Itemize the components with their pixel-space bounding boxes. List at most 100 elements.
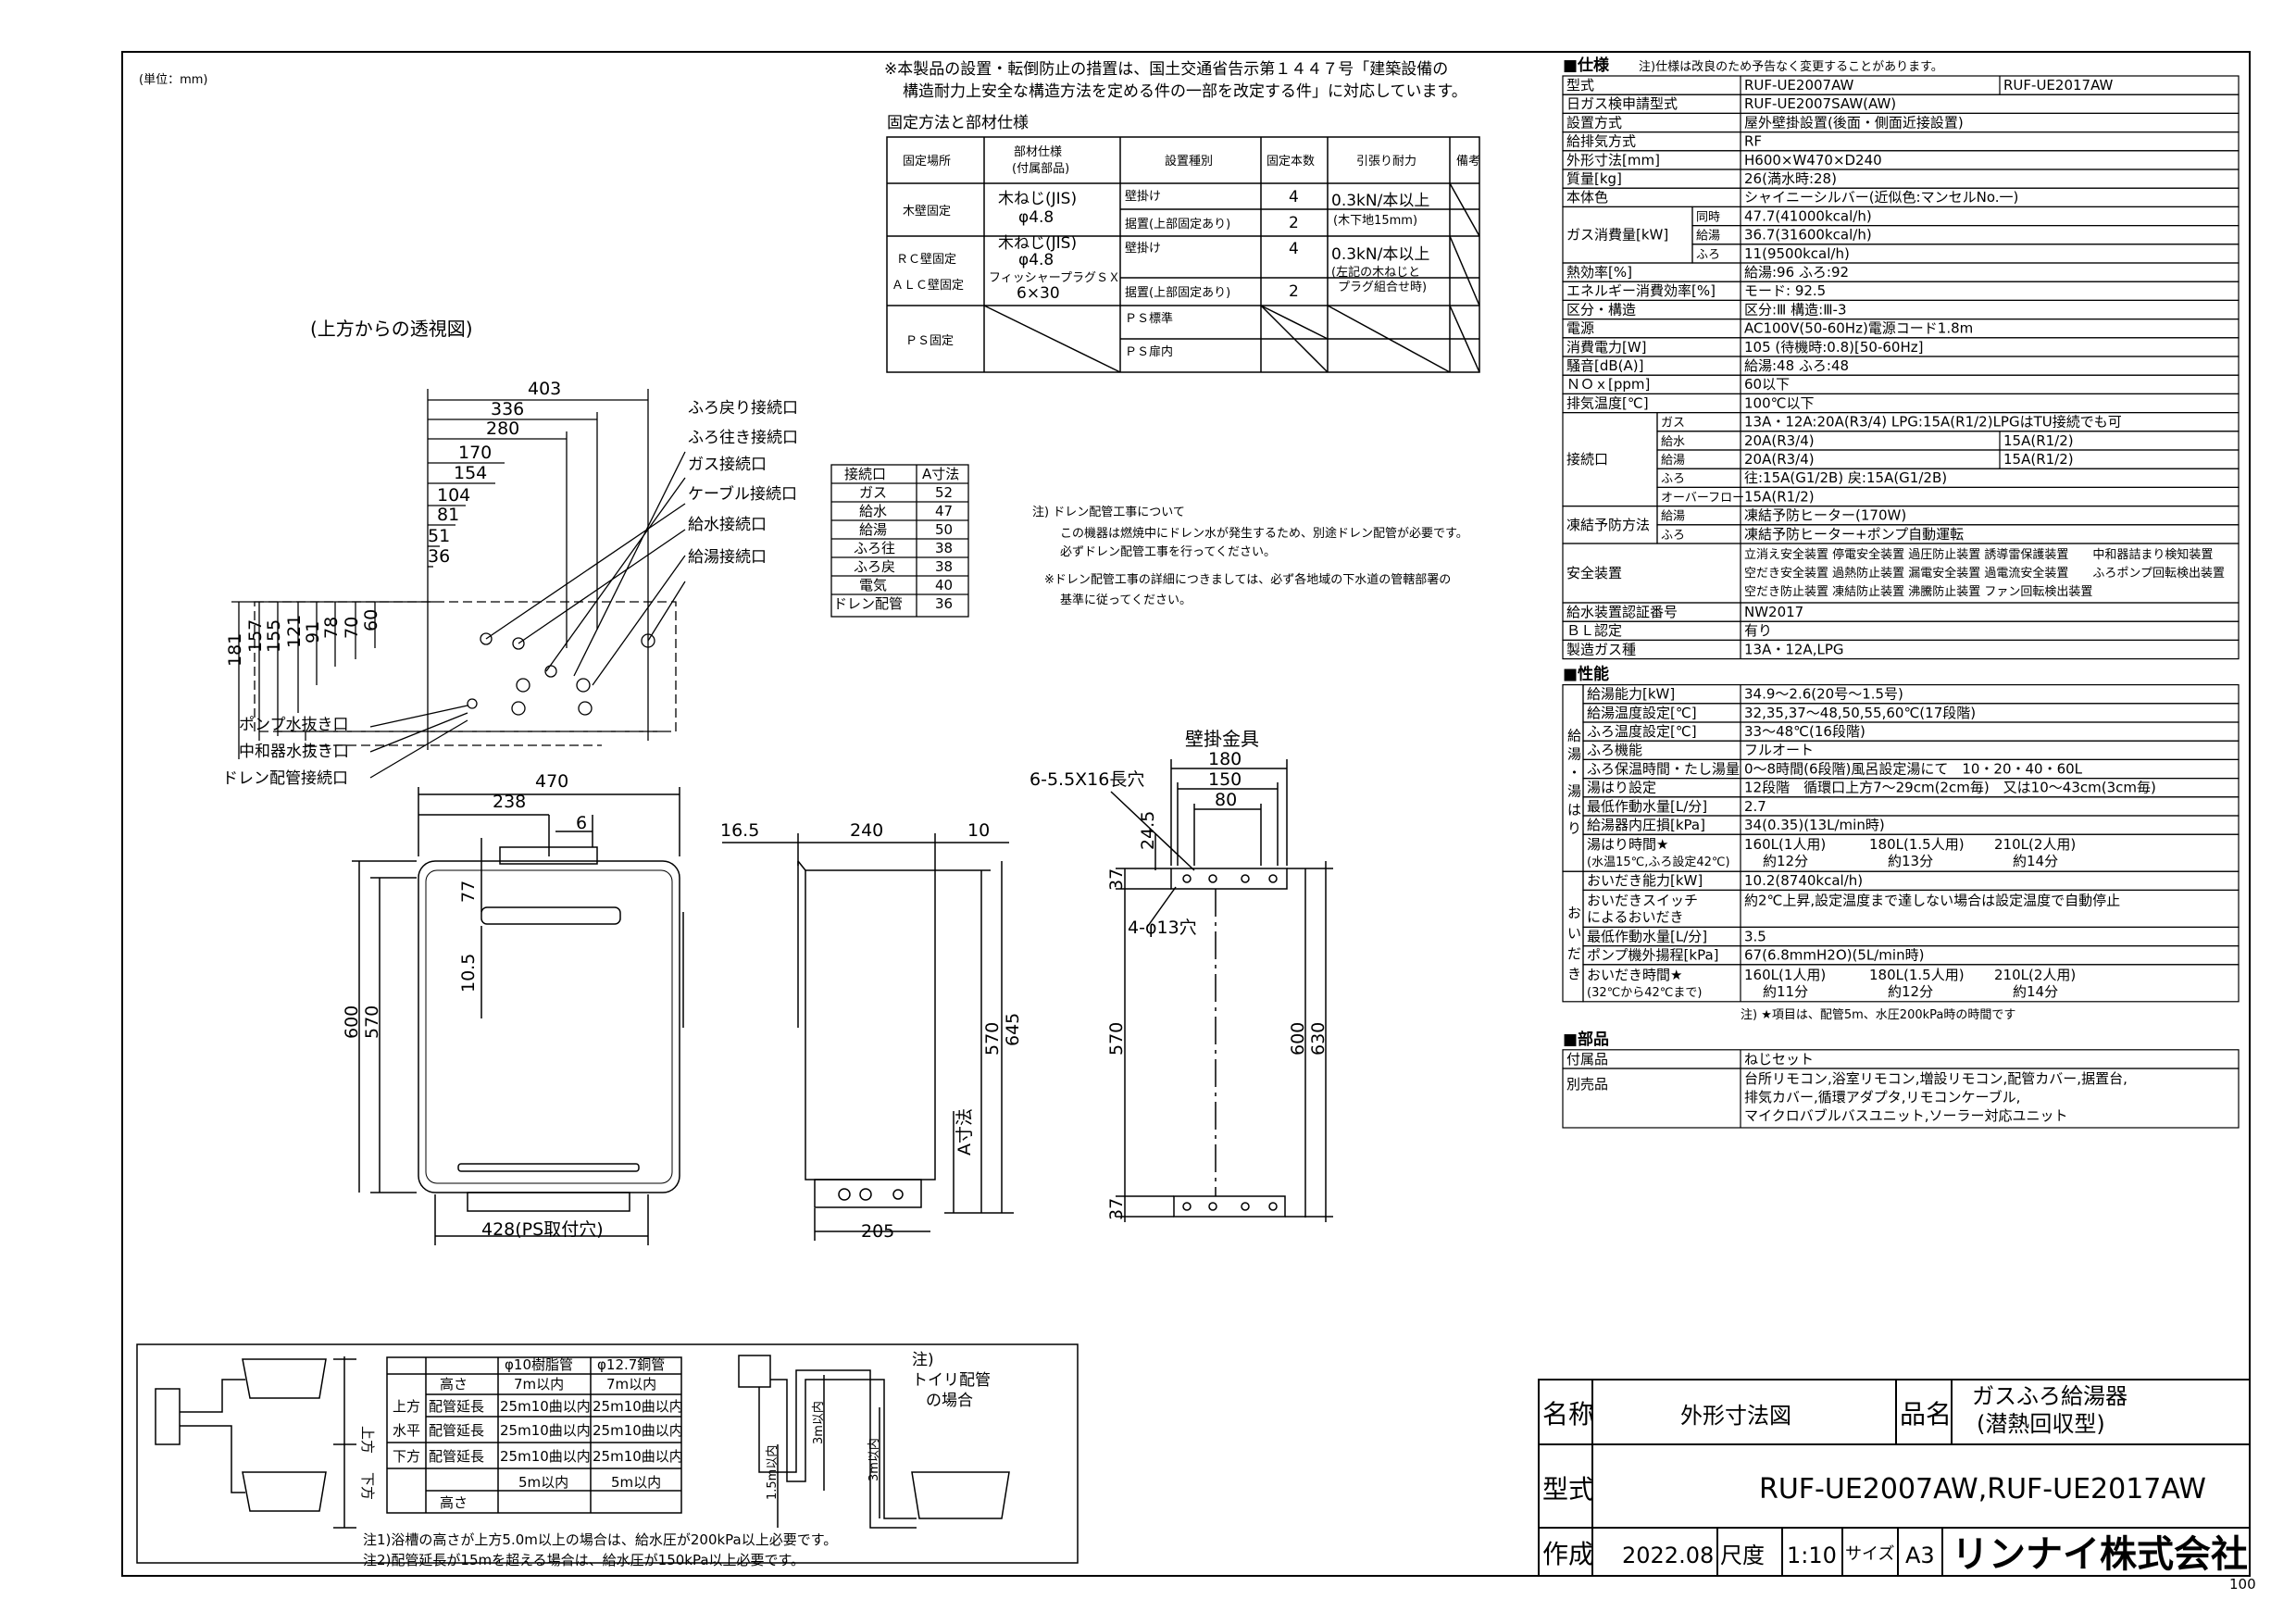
svg-text:基準に従ってください。: 基準に従ってください。 [1060,593,1192,607]
svg-text:リンナイ株式会社: リンナイ株式会社 [1952,1533,2248,1576]
spec-label: 型式 [1566,77,1594,94]
spec-value: 有り [1744,622,1772,639]
svg-text:型式: 型式 [1542,1474,1594,1505]
perf-side-label: 湯 [1567,783,1581,800]
svg-text:205: 205 [861,1221,894,1242]
perf-value: 160L(1人用) [1744,967,1826,983]
perf-value: 約12分 [1888,983,1933,1000]
fixing-table [886,136,1480,373]
svg-text:4: 4 [1289,188,1299,206]
svg-text:サイズ: サイズ [1845,1544,1894,1564]
svg-text:10.5: 10.5 [458,954,479,993]
svg-text:ポンプ水抜き口: ポンプ水抜き口 [239,716,349,734]
spec-value: H600×W470×D240 [1744,152,1882,169]
svg-text:A3: A3 [1905,1543,1935,1568]
perf-side-label: い [1567,925,1581,942]
svg-text:注) ドレン配管工事について: 注) ドレン配管工事について [1032,506,1185,519]
spec-value: 空だき安全装置 過熱防止装置 漏電安全装置 過電流安全装置 ふろポンプ回転検出装… [1744,566,2225,581]
svg-text:6: 6 [576,813,587,833]
svg-text:0.3kN/本以上: 0.3kN/本以上 [1331,245,1429,264]
spec-value: 11(9500kcal/h) [1744,245,1850,262]
svg-text:備考: 備考 [1456,154,1480,169]
svg-text:接続口: 接続口 [844,466,886,482]
svg-text:6×30: 6×30 [1017,284,1060,303]
svg-text:60: 60 [361,609,381,631]
spec-label: ガス消費量[kW] [1566,227,1668,244]
bracket-title: 壁掛金具 [1185,728,1259,750]
svg-text:36: 36 [428,546,450,567]
svg-text:428(PS取付穴): 428(PS取付穴) [481,1219,604,1240]
spec-value: 15A(R1/2) [2003,451,2074,468]
perf-value: 10.2(8740kcal/h) [1744,872,1863,889]
spec-value: AC100V(50-60Hz)電源コード1.8m [1744,320,1973,337]
perf-side-label: だ [1567,945,1581,962]
svg-text:木ねじ(JIS): 木ねじ(JIS) [998,234,1077,253]
svg-text:ドレン配管: ドレン配管 [833,595,903,612]
svg-text:φ12.7銅管: φ12.7銅管 [597,1356,665,1373]
svg-text:下方: 下方 [359,1472,376,1500]
perf-label: おいだき能力[kW] [1587,872,1703,889]
perf-label: によるおいだき [1587,908,1684,925]
svg-text:(左記の木ねじと: (左記の木ねじと [1331,265,1420,280]
spec-value: 47.7(41000kcal/h) [1744,207,1872,224]
svg-text:240: 240 [850,820,883,841]
spec-value: 13A・12A,LPG [1744,641,1844,657]
perf-value: 約12分 [1763,853,1808,869]
perf-value: 0〜8時間(6段階)風呂設定湯にて 10・20・40・60L [1744,760,2083,777]
top-view-label: (上方からの透視図) [310,318,473,340]
svg-text:52: 52 [935,484,953,501]
perf-label: おいだき時間★ [1587,967,1682,983]
svg-text:38: 38 [935,540,953,556]
side-view-dims: 16.5 240 10 570 645 A寸法 205 [720,820,1023,1242]
svg-text:ふろ往: ふろ往 [854,540,895,556]
perf-label: ふろ機能 [1587,742,1642,758]
sheet-border [121,51,2251,1577]
svg-text:給水: 給水 [859,503,887,519]
svg-text:上方: 上方 [359,1426,376,1454]
svg-text:※ドレン配管工事の詳細につきましては、必ず各地域の下水道の管: ※ドレン配管工事の詳細につきましては、必ず各地域の下水道の管轄部署の [1044,572,1451,587]
svg-text:ふろ戻り接続口: ふろ戻り接続口 [688,399,798,418]
perf-value: 160L(1人用) [1744,836,1826,853]
svg-text:木ねじ(JIS): 木ねじ(JIS) [998,190,1077,208]
spec-label: 電源 [1566,320,1594,337]
spec-value: 凍結予防ヒーター+ポンプ自動運転 [1744,526,1964,543]
svg-text:ガスふろ給湯器: ガスふろ給湯器 [1972,1383,2128,1409]
svg-text:固定本数: 固定本数 [1267,155,1315,169]
svg-text:280: 280 [486,418,519,439]
perf-value: 約11分 [1763,983,1808,1000]
connection-labels: ふろ戻り接続口 ふろ往き接続口 ガス接続口 ケーブル接続口 給水接続口 給湯接続… [222,399,798,788]
spec-label: 消費電力[W] [1566,339,1647,356]
svg-text:■仕様: ■仕様 [1563,56,1610,75]
perf-side-label: お [1567,905,1581,921]
svg-text:給水接続口: 給水接続口 [688,516,767,534]
svg-text:注)仕様は改良のため予告なく変更することがあります。: 注)仕様は改良のため予告なく変更することがあります。 [1639,59,1943,74]
svg-text:25m10曲以内: 25m10曲以内 [593,1422,683,1439]
svg-text:10: 10 [967,820,990,841]
perf-side-label: り [1567,820,1581,837]
svg-text:7m以内: 7m以内 [606,1376,656,1393]
svg-text:ＰＳ固定: ＰＳ固定 [905,334,954,348]
perf-value: 210L(2人用) [1994,836,2076,853]
svg-text:ふろ戻: ふろ戻 [854,558,895,575]
svg-text:据置(上部固定あり): 据置(上部固定あり) [1125,218,1230,231]
spec-section: ■仕様 注)仕様は改良のため予告なく変更することがあります。 [1563,56,1943,75]
svg-text:注2)配管延長が15mを超える場合は、給水圧が150kPa以: 注2)配管延長が15mを超える場合は、給水圧が150kPa以上必要です。 [363,1552,805,1568]
svg-text:180: 180 [1208,749,1242,769]
svg-text:プラグ組合せ時): プラグ組合せ時) [1338,281,1427,294]
perf-label: ポンプ機外揚程[kPa] [1587,947,1719,964]
spec-value: 給湯:48 ふろ:48 [1744,357,1849,374]
svg-text:40: 40 [935,577,953,593]
perf-label: ふろ保温時間・たし湯量 [1587,760,1740,777]
svg-text:2: 2 [1289,214,1299,232]
bath-piping-diagram [136,1343,1079,1564]
bracket-drawing [1110,759,1333,1222]
spec-value: RF [1744,133,1762,150]
svg-text:5m以内: 5m以内 [518,1474,568,1491]
svg-text:名称: 名称 [1542,1399,1594,1430]
fixing-table-text: 固定場所 部材仕様 (付属部品) 設置種別 固定本数 引張り耐力 備考 木壁固定… [892,145,1480,359]
top-view-dims: 403 336 280 170 154 104 81 51 36 181 157… [225,379,561,667]
svg-text:150: 150 [1208,769,1242,790]
svg-text:37: 37 [1106,868,1127,891]
perf-label: 最低作動水量[L/分] [1587,798,1707,815]
